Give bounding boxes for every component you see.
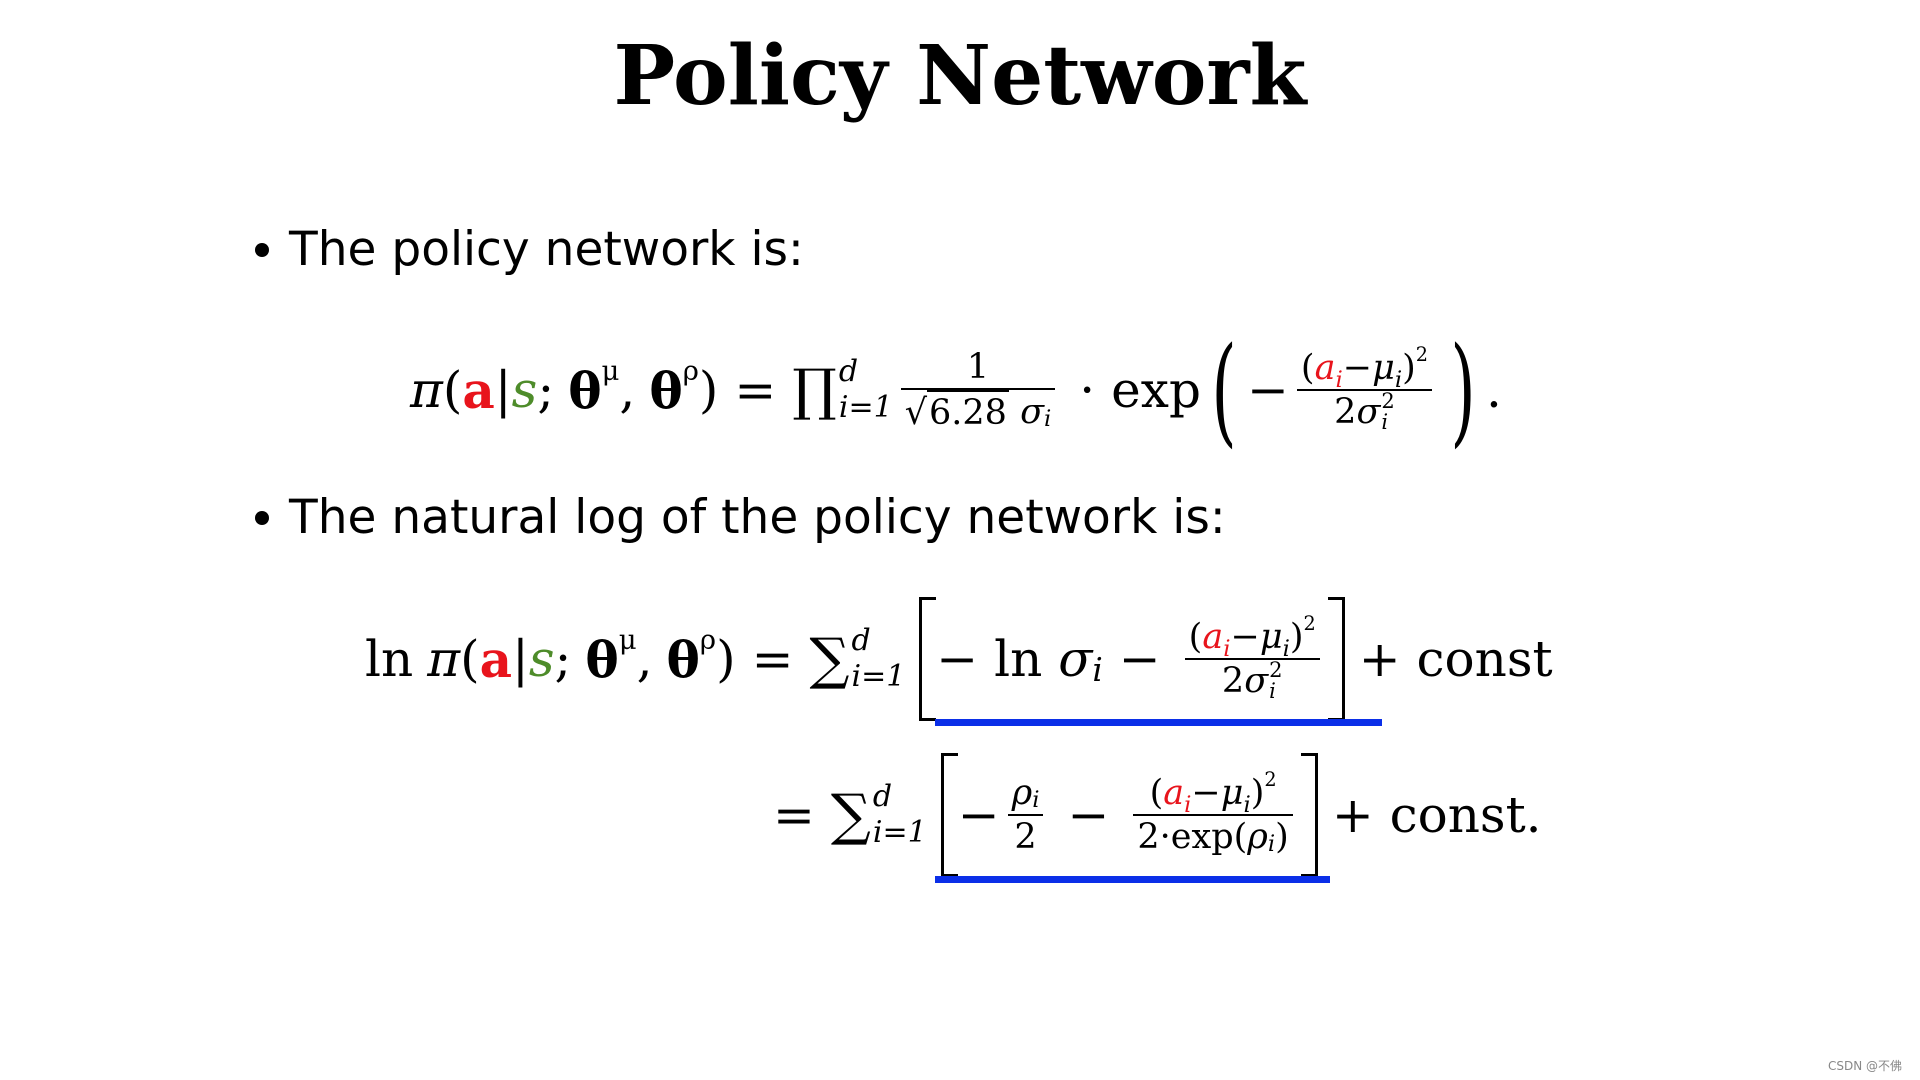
upper-limit: d	[838, 354, 859, 389]
trailing-period: .	[1486, 361, 1502, 419]
left-paren: (	[1211, 321, 1237, 459]
bullet-1-text: The policy network is:	[289, 222, 804, 277]
sigma-symbol: σ	[1020, 392, 1044, 432]
product-operator: ∏ d i=1	[792, 357, 892, 423]
right-bracket	[1327, 597, 1345, 721]
plus-const: + const.	[1331, 786, 1542, 844]
minus-sign: −	[936, 630, 979, 688]
fraction-bar	[900, 388, 1056, 390]
sqrt-value: 6.28	[927, 390, 1009, 434]
a-i: ai	[1314, 348, 1343, 393]
rho-superscript: ρ	[682, 354, 699, 387]
state-symbol: s	[511, 361, 538, 419]
minus-sign: −	[1118, 630, 1161, 688]
sum-limits: d i=1	[851, 623, 906, 694]
fraction-bar	[1296, 389, 1432, 391]
equals-sign: =	[734, 361, 777, 419]
slide-title: Policy Network	[613, 28, 1307, 124]
bullet-2: The natural log of the policy network is…	[255, 490, 1226, 545]
sum-symbol: ∑	[809, 626, 850, 692]
bullet-dot	[255, 242, 269, 257]
theta-symbol: θ	[649, 360, 683, 420]
exp-function: exp	[1111, 361, 1201, 419]
credit-watermark: CSDN @不佛	[1827, 1059, 1902, 1073]
sum-operator: ∑ d i=1	[830, 779, 927, 850]
underline-2	[935, 876, 1330, 883]
sqrt: √6.28	[905, 390, 1009, 434]
minus-sign: −	[1247, 361, 1289, 419]
numerator-one: 1	[966, 347, 990, 387]
plus-const: + const	[1358, 630, 1553, 688]
product-limits: d i=1	[839, 357, 893, 423]
cdot: ·	[1079, 361, 1096, 419]
action-vector: a	[462, 360, 495, 420]
mu-superscript: μ	[601, 354, 620, 387]
lower-limit: i=1	[838, 390, 893, 425]
bullet-2-text: The natural log of the policy network is…	[289, 490, 1226, 545]
left-bracket	[940, 753, 958, 877]
exponent-numerator: (ai−μi)2	[1300, 342, 1428, 393]
equals-sign: =	[773, 786, 815, 844]
theta-symbol: θ	[568, 360, 602, 420]
index-i: i	[1043, 406, 1052, 433]
ln-function: ln	[365, 630, 414, 688]
mu-i: μi	[1372, 348, 1403, 393]
right-bracket	[1300, 753, 1318, 877]
product-symbol: ∏	[792, 357, 837, 423]
pi-symbol: π	[410, 361, 443, 419]
equals-sign: =	[751, 630, 794, 688]
bullet-1: The policy network is:	[255, 222, 804, 277]
minus-sign: −	[1067, 786, 1110, 844]
left-bracket	[919, 597, 937, 721]
sum-operator: ∑ d i=1	[809, 626, 905, 692]
right-paren: )	[1450, 321, 1476, 459]
minus-sign: −	[957, 786, 1000, 844]
bullet-dot	[255, 510, 269, 525]
underline-1	[935, 719, 1382, 726]
